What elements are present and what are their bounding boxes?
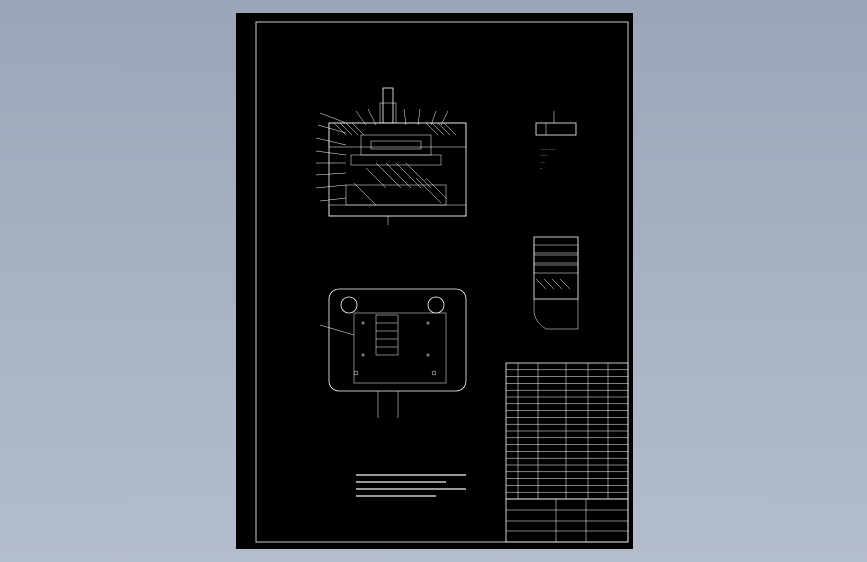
svg-text:~: ~ [540,166,543,170]
part-detail-1: ~~~ ~~~ ~~~ ~~ ~ [535,111,577,170]
section-view [315,87,467,225]
parts-list [505,362,629,500]
strip-layout [533,236,579,330]
plan-view [319,288,467,418]
drawing-canvas: ~~~ ~~~ ~~~ ~~ ~ [255,21,629,543]
svg-text:~~: ~~ [540,160,546,164]
sheet-border [255,21,629,543]
title-block [505,498,629,543]
technical-notes [356,474,466,497]
svg-text:~~~ ~~~: ~~~ ~~~ [540,147,557,151]
svg-text:~~~: ~~~ [540,153,548,157]
drawing-sheet: ~~~ ~~~ ~~~ ~~ ~ [236,13,633,549]
